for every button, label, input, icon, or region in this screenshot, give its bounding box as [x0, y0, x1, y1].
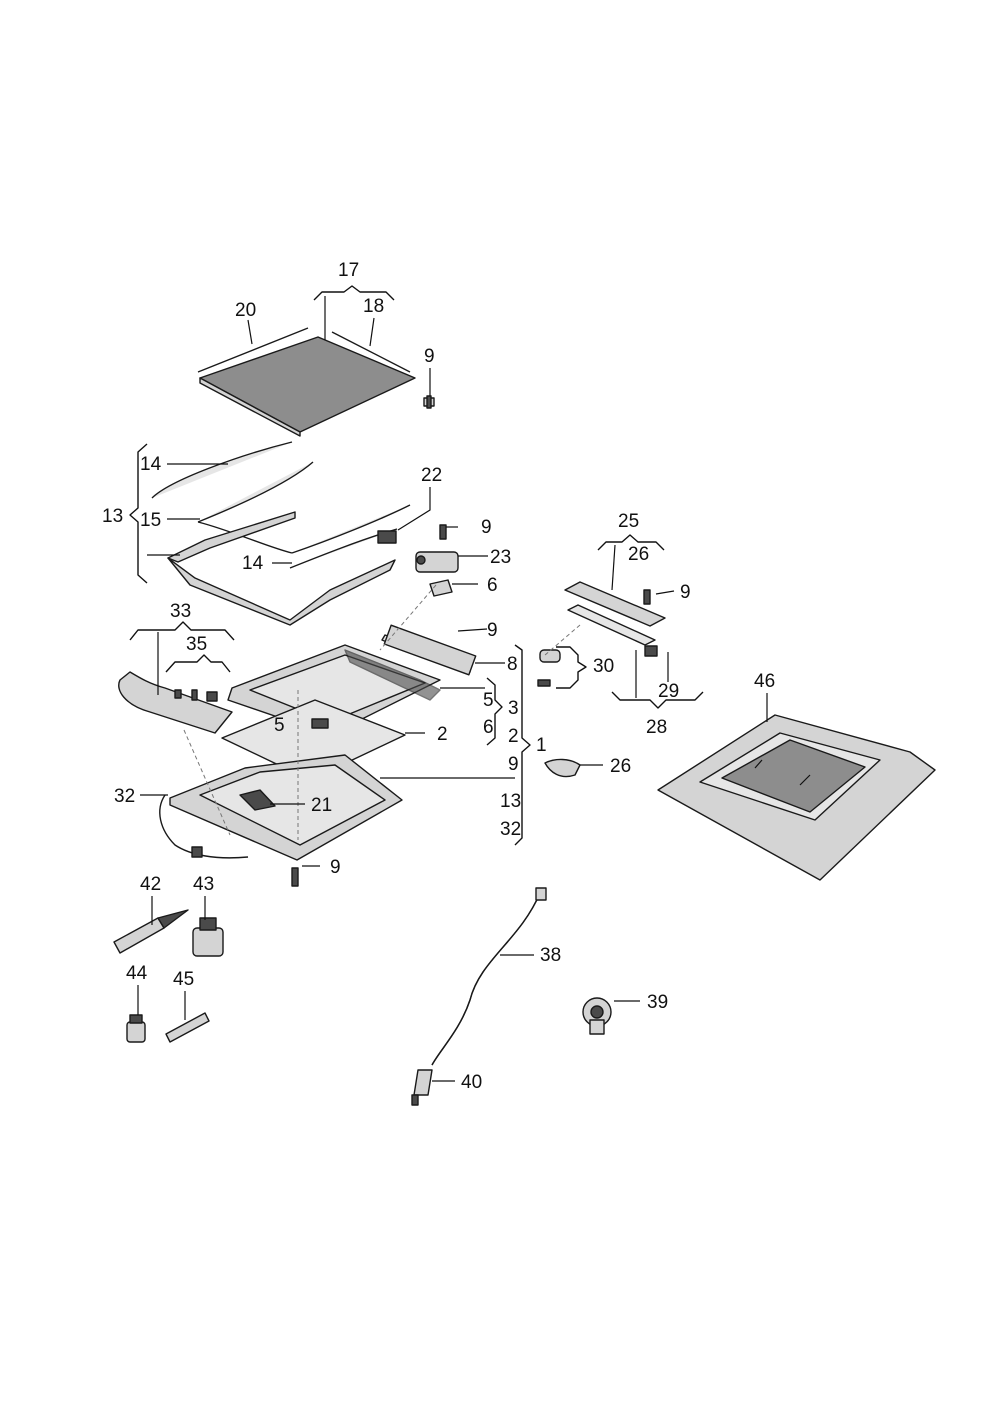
label-6-b: 6 [483, 717, 494, 738]
label-9-a: 9 [424, 346, 435, 367]
label-26-b: 26 [610, 756, 631, 777]
motor-23-drawing [415, 551, 459, 573]
label-20: 20 [235, 300, 256, 321]
seal-set-drawing [151, 441, 411, 626]
guide-rail-drawing [564, 581, 666, 657]
label-13-a: 13 [102, 506, 123, 527]
label-45: 45 [173, 969, 194, 990]
label-9-d: 9 [487, 620, 498, 641]
container-43-drawing [192, 917, 224, 957]
drive-cable-drawing [411, 887, 547, 1106]
label-1: 1 [536, 735, 547, 756]
label-29: 29 [658, 681, 679, 702]
label-26-a: 26 [628, 544, 649, 565]
label-39: 39 [647, 992, 668, 1013]
screw-9-top-drawing [423, 395, 435, 409]
label-9-b: 9 [481, 517, 492, 538]
label-5-b: 5 [274, 715, 285, 736]
label-6-a: 6 [487, 575, 498, 596]
bracket-6-drawing [429, 579, 453, 597]
label-2-b: 2 [508, 726, 519, 747]
label-38: 38 [540, 945, 561, 966]
part-labels: 17 18 20 9 14 22 13 15 9 25 26 14 23 6 9… [102, 260, 775, 1093]
label-17: 17 [338, 260, 359, 281]
lower-frame-drawing [169, 754, 403, 861]
label-42: 42 [140, 874, 161, 895]
label-5-a: 5 [483, 690, 494, 711]
label-32-b: 32 [500, 819, 521, 840]
label-30: 30 [593, 656, 614, 677]
label-43: 43 [193, 874, 214, 895]
label-35: 35 [186, 634, 207, 655]
label-18: 18 [363, 296, 384, 317]
label-2-a: 2 [437, 724, 448, 745]
dashed-connectors [183, 584, 581, 840]
clip-5-drawing [311, 718, 329, 729]
glass-panel-drawing [197, 327, 416, 437]
label-46: 46 [754, 671, 775, 692]
label-13-b: 13 [500, 791, 521, 812]
clip-30-drawing [537, 649, 561, 687]
label-40: 40 [461, 1072, 482, 1093]
screw-9-b-drawing [439, 524, 447, 540]
roof-panel-drawing [657, 714, 936, 881]
pad-22-drawing [377, 530, 397, 544]
label-22: 22 [421, 465, 442, 486]
label-23: 23 [490, 547, 511, 568]
tube-45-drawing [165, 1012, 210, 1043]
label-14-a: 14 [140, 454, 162, 475]
label-28: 28 [646, 717, 667, 738]
label-32-a: 32 [114, 786, 135, 807]
label-44: 44 [126, 963, 148, 984]
screw-9-lower-drawing [291, 867, 299, 887]
label-15: 15 [140, 510, 161, 531]
wind-deflector-drawing [118, 671, 233, 734]
cable-32-drawing [159, 794, 249, 859]
label-14-b: 14 [242, 553, 264, 574]
label-33: 33 [170, 601, 191, 622]
cartridge-42-drawing [113, 909, 189, 954]
label-21: 21 [311, 795, 332, 816]
label-9-c: 9 [680, 582, 691, 603]
label-9-f: 9 [330, 857, 341, 878]
leader-lines [129, 285, 768, 1082]
label-8: 8 [507, 654, 518, 675]
cable-clamp-39-drawing [582, 997, 612, 1035]
label-3: 3 [508, 698, 519, 719]
label-25: 25 [618, 511, 639, 532]
handle-26-drawing [544, 758, 581, 778]
bottle-44-drawing [126, 1014, 146, 1043]
label-9-e: 9 [508, 754, 519, 775]
